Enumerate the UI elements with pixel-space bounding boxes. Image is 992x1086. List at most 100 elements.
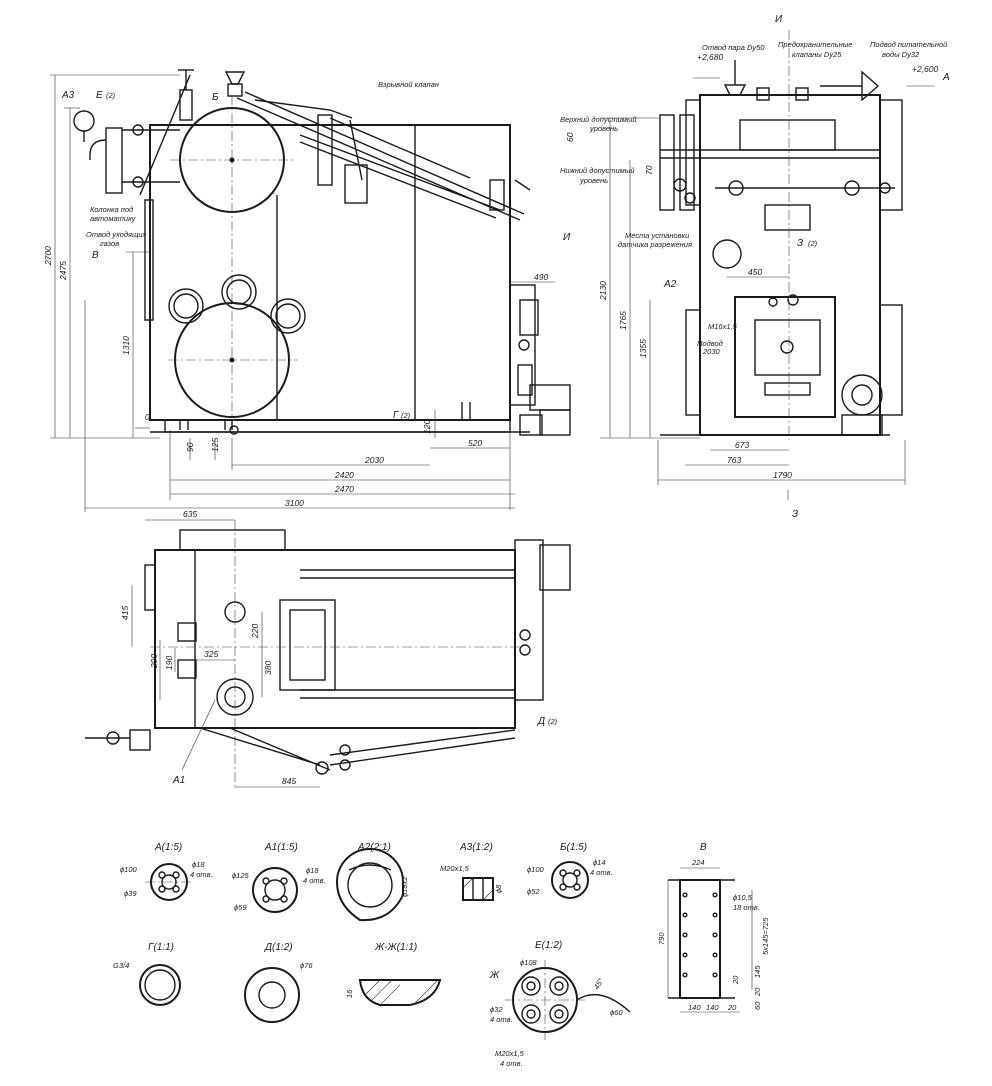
detail-a-d2: ϕ18: [192, 860, 205, 869]
label-sensor-2: датчика разрежения: [618, 240, 692, 249]
detail-d-title: Д(1:2): [264, 942, 293, 953]
detail-a3: [462, 877, 494, 901]
label-i-front: И: [775, 14, 783, 25]
inclined-pipes: [236, 91, 525, 221]
front-dimensions: [600, 77, 935, 500]
dim-290: 290: [149, 654, 159, 669]
dim-2130: 2130: [598, 281, 608, 301]
front-view: [600, 30, 935, 500]
label-feed-water-1: Подвод питательной: [870, 40, 948, 49]
label-i-side: И: [563, 232, 571, 243]
safety-valve-2: [795, 87, 809, 101]
detail-a3-title: А3(1:2): [459, 842, 493, 853]
label-b: Б: [212, 92, 219, 103]
plan-flange-a1: [216, 678, 254, 716]
detail-b-d3: ϕ52: [527, 887, 540, 896]
detail-a1-holes: 4 отв.: [303, 876, 326, 885]
labels: А3 Е (2) Б Взрывной клапан Колонка под а…: [43, 14, 950, 1068]
detail-b-d1: ϕ100: [527, 865, 545, 874]
detail-e-d60: ϕ60: [610, 1008, 623, 1017]
label-steam-outlet: Отвод пара Dy50: [702, 43, 765, 52]
detail-v-790: 790: [657, 932, 666, 945]
label-side-b: В: [92, 250, 99, 261]
burner-fan: [841, 374, 883, 416]
detail-v-140b: 140: [706, 1003, 719, 1012]
detail-d: [244, 967, 300, 1023]
base-frame: [164, 419, 511, 433]
label-upper-level-1: Верхний допустимый: [560, 115, 637, 124]
manhole-left: [168, 288, 204, 324]
label-e-scale: (2): [106, 91, 116, 100]
detail-a-title: А(1:5): [154, 842, 182, 853]
label-explosion-valve: Взрывной клапан: [378, 80, 439, 89]
gauge-glass-right: [679, 114, 695, 211]
detail-v-20c: 20: [727, 1003, 737, 1012]
flue-outlet: [144, 199, 154, 321]
manhole-center: [221, 274, 257, 310]
detail-a3-d2: ϕ8: [494, 884, 503, 893]
detail-e-zh: Ж: [489, 970, 500, 981]
detail-e-holes2: 4 отв.: [500, 1059, 523, 1068]
dim-450: 450: [748, 267, 762, 277]
dim-220: 220: [250, 624, 260, 639]
detail-e: [505, 960, 631, 1040]
detail-a2-title: А2(2:1): [357, 842, 391, 853]
dim-520: 520: [468, 438, 482, 448]
burner-plate: [509, 284, 536, 406]
detail-a-holes: 4 отв.: [190, 870, 213, 879]
side-dimensions: [50, 74, 555, 512]
label-sensor-1: Места установки: [625, 231, 690, 240]
label-supply-2: 2030: [702, 347, 721, 356]
label-d-scale: (2): [548, 717, 558, 726]
label-zero: 0: [145, 412, 150, 422]
dim-2420: 2420: [334, 470, 354, 480]
dim-325: 325: [204, 649, 218, 659]
plan-view: [85, 519, 571, 790]
gauge-glass-left: [659, 114, 675, 211]
safety-valve-1: [756, 87, 770, 101]
detail-v-60: 60: [753, 1001, 762, 1010]
detail-g-title: Г(1:1): [148, 942, 174, 953]
detail-d-d1: ϕ76: [300, 961, 313, 970]
detail-b: [551, 861, 589, 899]
manhole-right: [270, 298, 306, 334]
label-lower-level-2: уровень: [579, 176, 608, 185]
dim-60: 60: [565, 132, 575, 142]
label-g: Г: [393, 410, 400, 421]
label-a1: А1: [172, 775, 185, 786]
plan-furnace-box: [279, 599, 336, 691]
label-safety-valves-2: клапаны Dy25: [792, 50, 842, 59]
detail-v-d10: ϕ10,5: [733, 893, 753, 902]
detail-a2-d1: ϕ18х2: [400, 876, 409, 897]
detail-v-224: 224: [691, 858, 705, 867]
pressure-sensor-place: [712, 239, 742, 269]
label-a: А: [942, 72, 950, 83]
front-casing: [699, 94, 881, 436]
side-view: [50, 69, 571, 512]
label-a3: А3: [61, 90, 75, 101]
detail-v-140a: 140: [688, 1003, 701, 1012]
label-feed-water-2: воды Dy32: [882, 50, 920, 59]
label-supply-1: Подвод: [697, 339, 723, 348]
furnace-door: [734, 296, 836, 418]
label-m16: М16х1,5: [708, 322, 738, 331]
dim-1310: 1310: [121, 336, 131, 355]
detail-v-20b: 20: [753, 987, 762, 997]
dim-845: 845: [282, 776, 296, 786]
steam-header: [739, 119, 836, 151]
detail-zh-d1: 16: [345, 989, 354, 998]
dim-120: 120: [422, 420, 432, 434]
dim-415: 415: [120, 606, 130, 620]
steam-outlet-valve: [723, 84, 747, 96]
detail-a1-title: А1(1:5): [264, 842, 298, 853]
dim-1355: 1355: [638, 339, 648, 358]
detail-v-holes: 18 отв.: [733, 903, 760, 912]
steam-valve: [224, 71, 246, 85]
plan-dimensions: [131, 519, 320, 788]
detail-b-holes: 4 отв.: [590, 868, 613, 877]
detail-e-title: Е(1:2): [535, 940, 562, 951]
dim-1765: 1765: [618, 311, 628, 330]
dim-490: 490: [534, 272, 548, 282]
detail-b-d2: ϕ14: [593, 858, 606, 867]
